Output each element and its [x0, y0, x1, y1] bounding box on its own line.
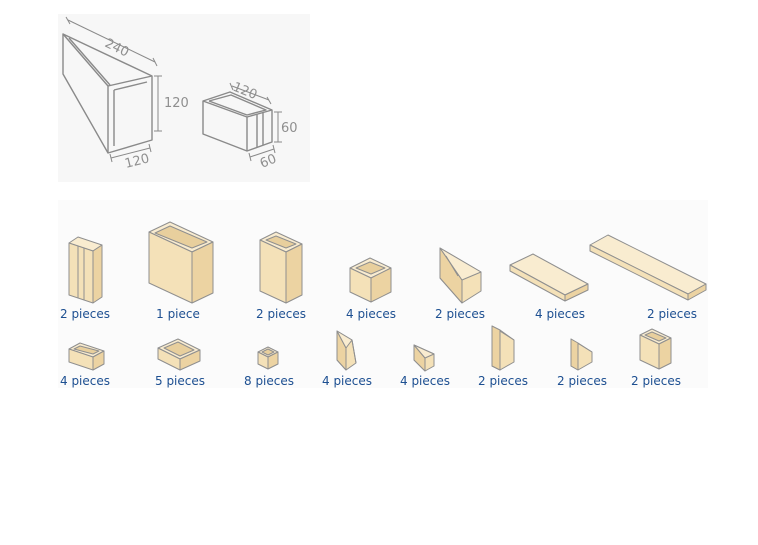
- long-block-width-label: 120: [123, 151, 151, 172]
- piece-1-illustration: [68, 236, 103, 304]
- piece-3-illustration: [259, 231, 303, 304]
- piece-15-illustration: [639, 328, 672, 370]
- piece-4-illustration: [349, 257, 392, 303]
- piece-12-illustration: [413, 344, 435, 372]
- piece-6-illustration: [509, 253, 589, 302]
- piece-13-illustration: [491, 325, 515, 371]
- piece-6-count: 4 pieces: [534, 307, 586, 321]
- long-block-height-label: 120: [164, 96, 189, 111]
- piece-8-count: 4 pieces: [59, 374, 111, 388]
- piece-7-illustration: [589, 234, 707, 301]
- piece-15-count: 2 pieces: [630, 374, 682, 388]
- piece-4-count: 4 pieces: [345, 307, 397, 321]
- piece-13-count: 2 pieces: [477, 374, 529, 388]
- piece-14-count: 2 pieces: [556, 374, 608, 388]
- piece-5-count: 2 pieces: [434, 307, 486, 321]
- small-block-length-label: 120: [231, 80, 260, 103]
- small-block-height-label: 60: [281, 121, 298, 136]
- piece-10-count: 8 pieces: [243, 374, 295, 388]
- long-block-drawing: [62, 16, 162, 163]
- piece-7-count: 2 pieces: [646, 307, 698, 321]
- small-block-drawing: [202, 82, 282, 162]
- piece-9-illustration: [157, 338, 201, 371]
- piece-11-count: 4 pieces: [321, 374, 373, 388]
- piece-3-count: 2 pieces: [255, 307, 307, 321]
- long-block-length-label: 240: [102, 36, 131, 60]
- piece-1-count: 2 pieces: [59, 307, 111, 321]
- small-block-width-label: 60: [258, 152, 279, 172]
- piece-14-illustration: [570, 338, 593, 371]
- piece-9-count: 5 pieces: [154, 374, 206, 388]
- piece-5-illustration: [439, 247, 482, 304]
- piece-2-illustration: [148, 221, 214, 304]
- piece-10-illustration: [257, 346, 279, 370]
- piece-8-illustration: [68, 342, 105, 371]
- piece-11-illustration: [336, 330, 357, 371]
- piece-2-count: 1 piece: [156, 307, 200, 321]
- piece-12-count: 4 pieces: [399, 374, 451, 388]
